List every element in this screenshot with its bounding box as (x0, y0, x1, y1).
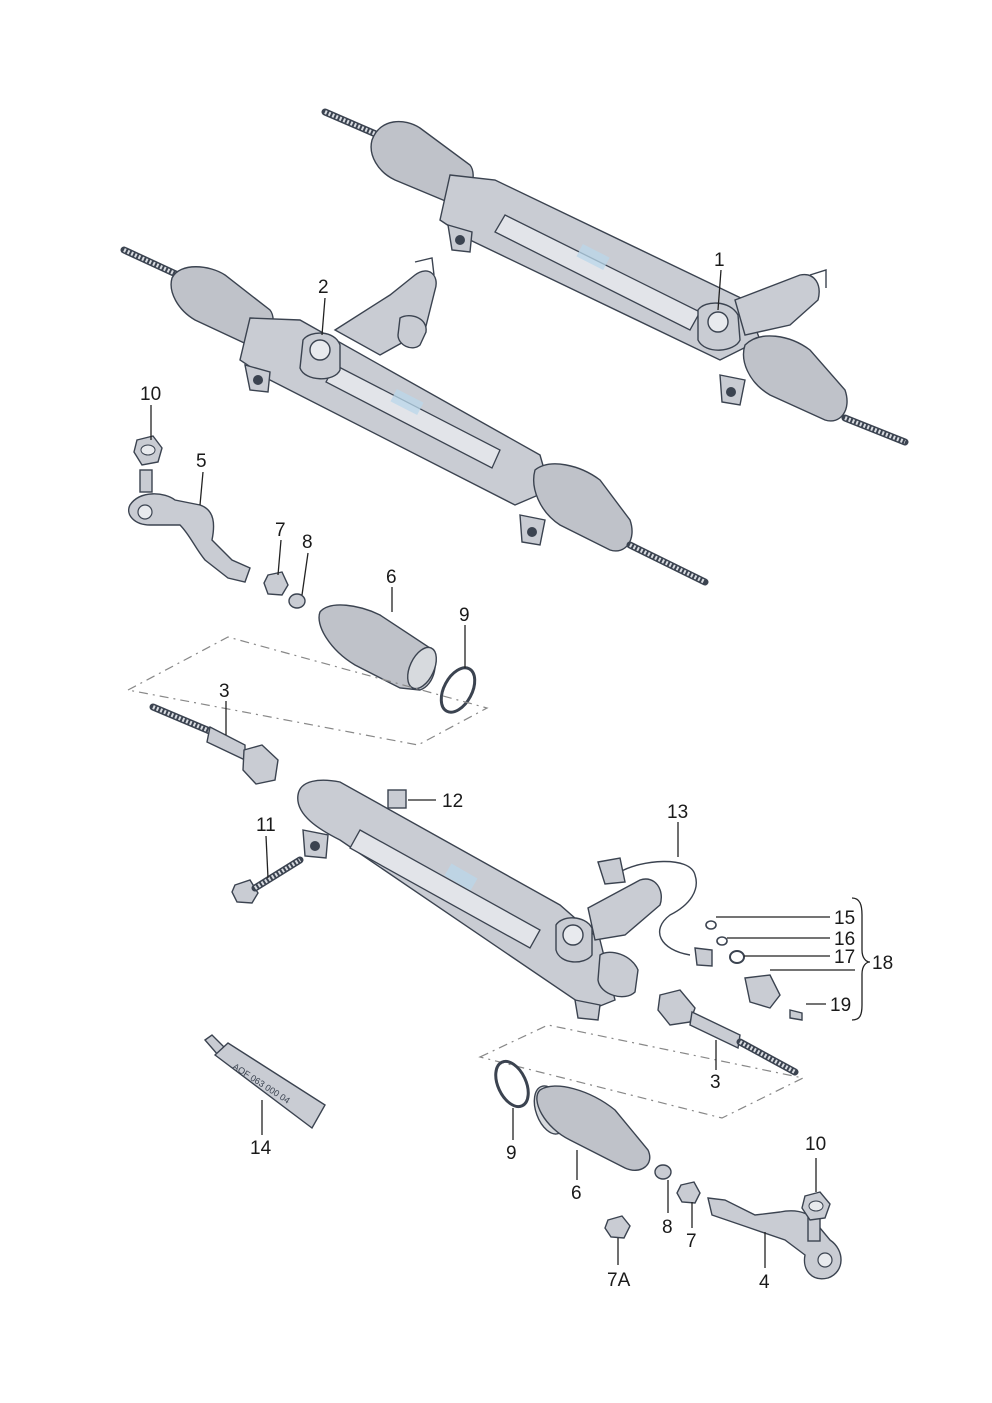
callout-12: 12 (442, 791, 463, 812)
callout-10-right: 10 (805, 1134, 826, 1155)
nut-7-lower (676, 1181, 701, 1204)
callout-1: 1 (714, 250, 725, 271)
leader-lines (150, 269, 871, 1268)
kit-frame-upper (126, 636, 489, 746)
inner-tie-rod-3-lower (657, 989, 799, 1076)
tie-rod-end-left (128, 469, 251, 583)
callout-2: 2 (318, 277, 329, 298)
callout-7A: 7A (607, 1270, 631, 1291)
grease-tube-14: AOF 063 000 04 (203, 1034, 326, 1130)
callout-8-lower: 8 (662, 1217, 673, 1238)
bolt-11 (231, 856, 304, 904)
tie-rod-end-right (707, 1197, 842, 1280)
callout-4: 4 (759, 1272, 770, 1293)
callout-3-lower: 3 (710, 1072, 721, 1093)
clamp-8-left (288, 593, 306, 609)
clamp-ring-9-lower (494, 1059, 530, 1109)
inner-tie-rod-3-upper (149, 703, 279, 785)
callout-6-lower: 6 (571, 1183, 582, 1204)
callout-15: 15 (834, 908, 855, 929)
callout-6-upper: 6 (386, 567, 397, 588)
callout-13: 13 (667, 802, 688, 823)
steering-rack-2 (120, 246, 709, 586)
seal-rings (705, 920, 745, 964)
nut-10-left (133, 435, 163, 466)
clip-12 (387, 789, 407, 809)
nut-7-left (263, 571, 289, 596)
callout-5: 5 (196, 451, 207, 472)
callout-10-left: 10 (140, 384, 161, 405)
boot-6-lower (533, 1085, 651, 1171)
valve-18 (744, 974, 803, 1021)
nut-10-right (801, 1191, 831, 1221)
callout-16: 16 (834, 929, 855, 950)
callout-14: 14 (250, 1138, 272, 1159)
boot-6-upper (318, 604, 438, 691)
steering-rack-3 (297, 779, 662, 1021)
callout-labels: 1 2 3 3 4 5 6 6 7 7 7A 8 8 9 9 10 10 11 … (140, 250, 893, 1293)
sensor-cable-13 (597, 857, 713, 967)
callout-11: 11 (256, 815, 276, 836)
callout-7-lower: 7 (686, 1231, 697, 1252)
clamp-ring-9-upper (439, 666, 477, 714)
kit-frame-lower (478, 1024, 805, 1119)
nut-7A (604, 1215, 631, 1239)
callout-7-upper: 7 (275, 520, 286, 541)
callout-17: 17 (834, 947, 855, 968)
callout-18: 18 (872, 953, 893, 974)
callout-9-lower: 9 (506, 1143, 517, 1164)
clamp-8-lower (654, 1164, 672, 1180)
callout-9-upper: 9 (459, 605, 470, 626)
steering-rack-1 (321, 108, 909, 446)
callout-19: 19 (830, 995, 851, 1016)
callout-8-upper: 8 (302, 532, 313, 553)
callout-3-upper: 3 (219, 681, 230, 702)
